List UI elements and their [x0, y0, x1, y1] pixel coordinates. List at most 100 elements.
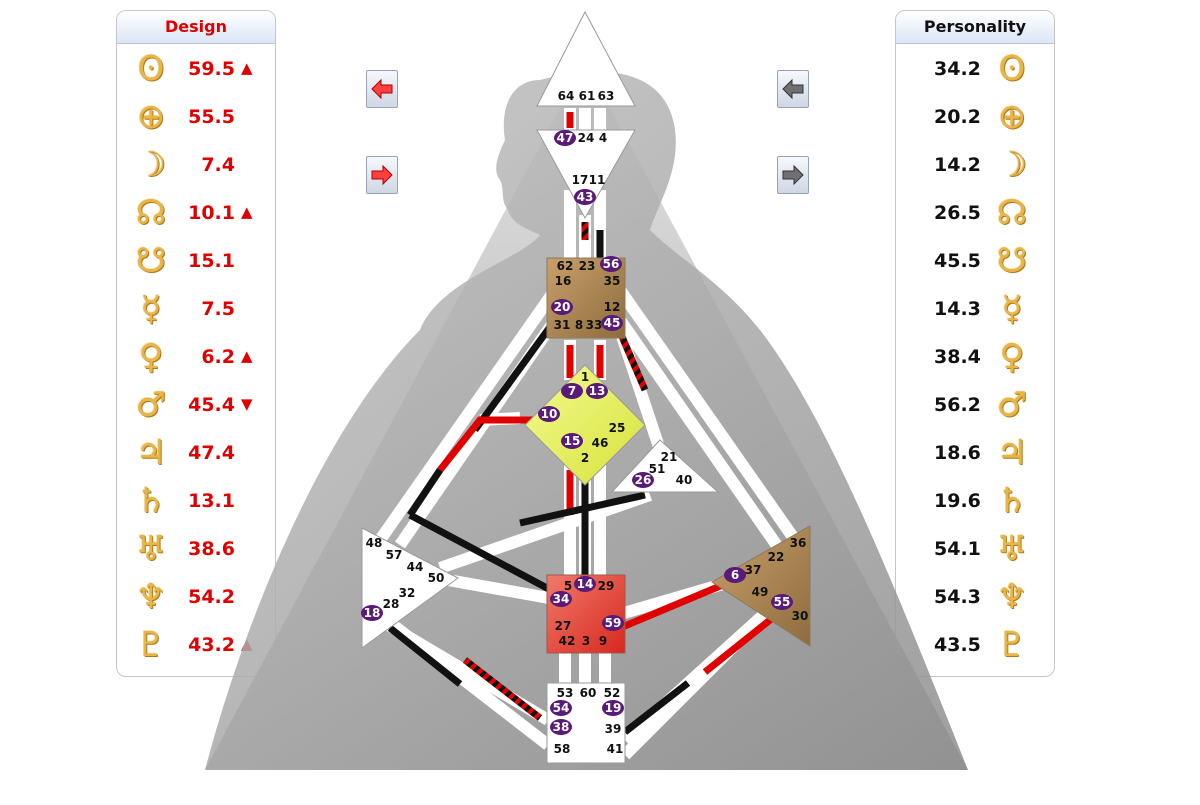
gate-number: 55 — [774, 595, 791, 609]
gate-number: 36 — [790, 536, 807, 550]
design-value: 6.2 — [201, 346, 235, 368]
design-value: 45.4 — [188, 394, 235, 416]
gate-36: 36 — [790, 536, 807, 550]
design-value: 38.6 — [188, 538, 235, 560]
gate-30: 30 — [792, 609, 809, 623]
gate-39: 39 — [605, 722, 622, 736]
personality-value: 54.3 — [934, 586, 981, 608]
gate-53: 53 — [557, 686, 574, 700]
gate-number: 16 — [555, 274, 572, 288]
gate-number: 43 — [577, 190, 594, 204]
solar-plexus-center — [711, 525, 811, 647]
gate-badge — [361, 605, 383, 621]
personality-next-button[interactable] — [777, 156, 809, 194]
jupiter-icon: ♃ — [996, 433, 1028, 473]
gate-number: 48 — [366, 536, 383, 550]
arrow-right-icon — [371, 164, 393, 186]
personality-prev-button[interactable] — [777, 70, 809, 108]
uranus-icon: ♅ — [135, 529, 167, 569]
gate-27: 27 — [555, 619, 572, 633]
gate-number: 59 — [605, 616, 622, 630]
gate-13: 13 — [586, 383, 608, 399]
gate-number: 29 — [598, 579, 615, 593]
gate-15: 15 — [561, 433, 583, 449]
design-row: ☋15.1 — [117, 237, 275, 285]
personality-value: 14.2 — [934, 154, 981, 176]
personality-row: 54.3♆ — [896, 573, 1054, 621]
gate-number: 46 — [592, 436, 609, 450]
gate-number: 12 — [604, 300, 621, 314]
gate-badge — [551, 299, 573, 315]
design-row: ♅ 38.6 — [117, 525, 275, 573]
gate-number: 64 — [558, 89, 575, 103]
gate-number: 50 — [428, 571, 445, 585]
design-value: 43.2 — [188, 634, 235, 656]
gate-44: 44 — [407, 560, 424, 574]
gate-number: 21 — [661, 450, 678, 464]
design-value: 54.2 — [188, 586, 235, 608]
uranus-icon: ♅ — [996, 529, 1028, 569]
gate-57: 57 — [386, 548, 403, 562]
gate-number: 52 — [604, 686, 621, 700]
south-node-icon: ☋ — [996, 241, 1028, 281]
gate-52: 52 — [604, 686, 621, 700]
personality-row: 26.5☊ — [896, 189, 1054, 237]
personality-value: 43.5 — [934, 634, 981, 656]
gate-badge — [550, 700, 572, 716]
gate-17: 17 — [572, 173, 589, 187]
gate-23: 23 — [579, 259, 596, 273]
neptune-icon: ♆ — [135, 577, 167, 617]
gate-badge — [561, 383, 583, 399]
gate-42: 42 — [559, 634, 576, 648]
gate-26: 26 — [632, 472, 654, 488]
saturn-icon: ♄ — [135, 481, 167, 521]
gate-number: 27 — [555, 619, 572, 633]
gate-31: 31 — [554, 318, 571, 332]
north-node-icon: ☊ — [135, 193, 167, 233]
design-arrow: ▲ — [241, 59, 253, 77]
gate-number: 8 — [575, 318, 583, 332]
design-title: Design — [117, 11, 275, 44]
gate-12: 12 — [604, 300, 621, 314]
gate-number: 34 — [553, 592, 570, 606]
gate-1: 1 — [581, 370, 589, 384]
gate-58: 58 — [554, 742, 571, 756]
gate-47: 47 — [554, 130, 576, 146]
spleen-center — [361, 527, 459, 649]
gate-10: 10 — [538, 406, 560, 422]
moon-icon: ☽ — [135, 145, 167, 185]
design-value: 7.5 — [201, 298, 235, 320]
gate-number: 1 — [581, 370, 589, 384]
gate-badge — [561, 433, 583, 449]
personality-value: 20.2 — [934, 106, 981, 128]
design-prev-button[interactable] — [366, 70, 398, 108]
design-value: 13.1 — [188, 490, 235, 512]
personality-value: 19.6 — [934, 490, 981, 512]
gate-8: 8 — [575, 318, 583, 332]
design-value: 15.1 — [188, 250, 235, 272]
gate-number: 60 — [580, 686, 597, 700]
arrow-left-icon — [371, 78, 393, 100]
gate-badge — [554, 130, 576, 146]
gate-number: 57 — [386, 548, 403, 562]
personality-value: 18.6 — [934, 442, 981, 464]
design-row: ♃47.4 — [117, 429, 275, 477]
personality-row: 20.2⊕ — [896, 93, 1054, 141]
gate-badge — [601, 315, 623, 331]
gate-number: 3 — [582, 634, 590, 648]
gate-59: 59 — [602, 615, 624, 631]
venus-icon: ♀ — [999, 337, 1025, 377]
gate-number: 44 — [407, 560, 424, 574]
design-next-button[interactable] — [366, 156, 398, 194]
gate-33: 33 — [586, 318, 603, 332]
gate-number: 19 — [605, 701, 622, 715]
personality-row: 38.4♀ — [896, 333, 1054, 381]
gate-28: 28 — [383, 597, 400, 611]
gate-49: 49 — [752, 585, 769, 599]
gate-number: 24 — [578, 131, 595, 145]
gate-number: 31 — [554, 318, 571, 332]
gate-54: 54 — [550, 700, 572, 716]
gate-number: 6 — [731, 568, 739, 582]
